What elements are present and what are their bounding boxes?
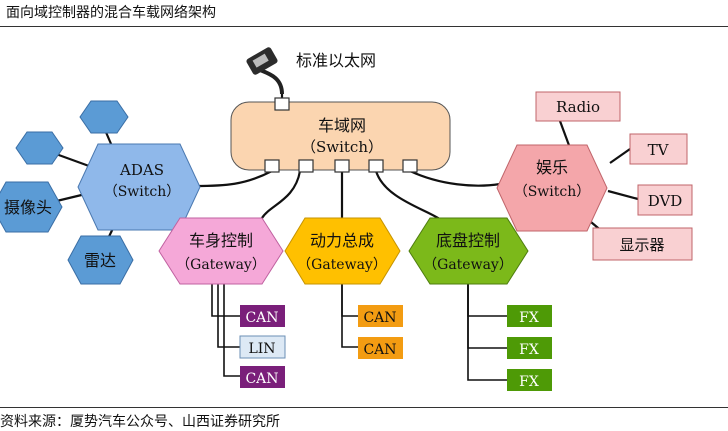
powertrain-title: 动力总成 [310,231,374,250]
port-3 [334,159,350,173]
figure-source: 资料来源：厦势汽车公众号、山西证券研究所 [0,414,280,430]
infotainment-subtitle: （Switch） [514,184,591,200]
body-bus-can-1 [240,305,285,327]
top-rule [0,26,728,27]
chassis-bus-fx-1-label: FX [519,310,539,326]
body-control-title: 车身控制 [189,231,253,250]
radio-box [535,91,621,122]
body-bus-lin-label: LIN [248,341,275,357]
dvd-box [637,184,693,216]
port-1 [264,159,280,173]
tv-box [629,133,688,165]
tv-label: TV [648,141,670,159]
power-bus-can-2-label: CAN [363,342,396,358]
powertrain-gateway [284,217,401,285]
body-bus-can-1-label: CAN [245,310,278,326]
bus-lines [211,284,507,381]
camera-label: 摄像头 [4,198,52,217]
link-body [261,170,302,219]
powertrain-subtitle: （Gateway） [297,257,387,273]
chassis-bus-fx-2-label: FX [519,342,539,358]
ethernet-plug-icon [246,47,284,95]
body-bus-can-2-label: CAN [245,371,278,387]
chassis-subtitle: （Gateway） [423,257,513,273]
link-adas [194,170,273,188]
power-bus-can-1 [358,305,403,327]
body-control-gateway [158,217,284,285]
radio-label: Radio [556,98,600,116]
chassis-title: 底盘控制 [436,231,500,250]
infotainment-title: 娱乐 [536,158,568,177]
body-control-subtitle: （Gateway） [176,257,266,273]
port-2 [298,159,314,173]
adas-title: ADAS [119,161,164,179]
port-4 [368,159,384,173]
body-bus-can-2 [240,366,285,388]
infotainment-switch [496,144,608,232]
chassis-bus-fx-3-label: FX [519,374,539,390]
link-info [409,170,501,187]
radar-node [67,235,134,285]
chassis-bus-fx-3 [507,369,552,391]
display-label: 显示器 [619,236,664,254]
radar-label: 雷达 [84,251,116,270]
ethernet-label: 标准以太网 [296,51,376,70]
body-bus-lin [239,335,286,359]
adas-subtitle: （Switch） [104,184,181,200]
bottom-rule [0,407,728,408]
chassis-gateway [408,217,529,285]
core-ports [264,97,418,173]
power-bus-can-2 [358,337,403,359]
port-5 [402,159,418,173]
port-top [274,97,290,111]
core-subtitle: （Switch） [301,138,383,156]
chassis-bus-fx-2 [507,337,552,359]
core-title: 车域网 [318,116,366,135]
camera-node [0,181,63,233]
display-box [592,227,693,261]
adas-node-top [79,100,129,134]
adas-node-left [15,131,64,165]
figure-caption: 面向域控制器的混合车载网络架构 [6,5,216,21]
dvd-label: DVD [648,192,683,210]
chassis-bus-fx-1 [507,305,552,327]
power-bus-can-1-label: CAN [363,310,396,326]
